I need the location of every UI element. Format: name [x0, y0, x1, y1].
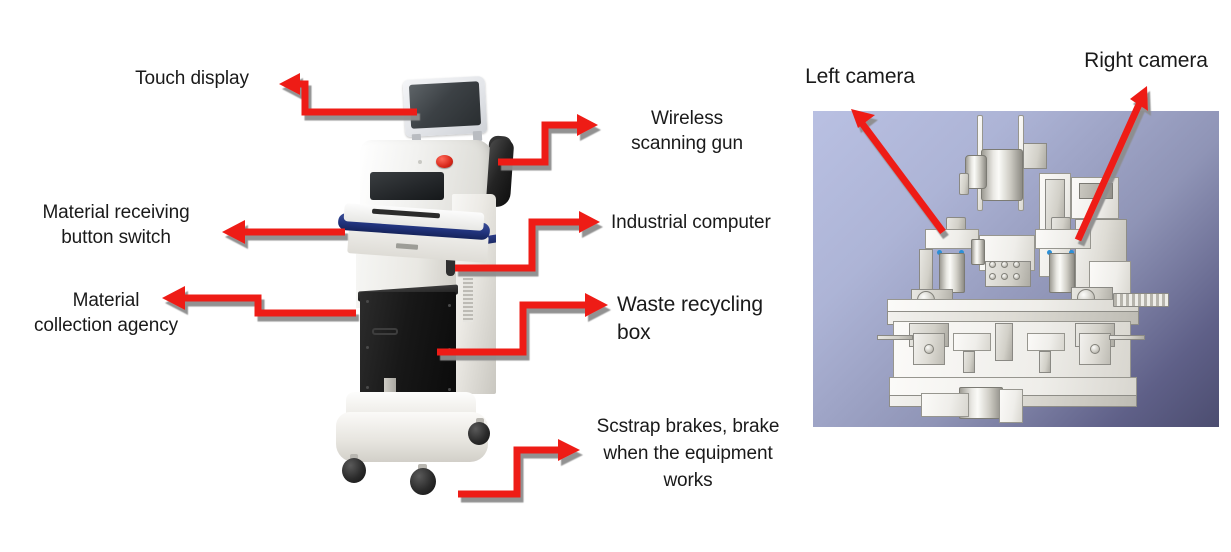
left-center-plate [953, 333, 991, 351]
right-motor-shaft [1090, 344, 1100, 354]
right-pin [1039, 351, 1051, 373]
waste-box-screw [366, 346, 369, 349]
label-scstrap-brakes: Scstrap brakes, brake when the equipment… [596, 416, 780, 491]
right-center-plate [1027, 333, 1065, 351]
waste-box-screw [366, 300, 369, 303]
label-touch-display: Touch display [135, 68, 249, 89]
right-upper-detail [1079, 183, 1113, 199]
label-material-collection-agency: Material collection agency [33, 290, 179, 336]
inspection-window [370, 172, 444, 200]
lead-screw [1113, 293, 1169, 307]
right-camera-lens-barrel [1049, 253, 1075, 293]
reel-spool [981, 149, 1023, 201]
machine-photo [300, 75, 550, 516]
label-left-camera: Left camera [805, 65, 915, 88]
waste-box-screw [448, 388, 451, 391]
label-material-receiving-button-switch: Material receiving button switch [42, 202, 190, 248]
right-camera-indicator [1069, 250, 1074, 255]
caster-wheel [410, 468, 436, 495]
caster-wheel [342, 458, 366, 483]
right-camera-mount-plate [1035, 229, 1091, 249]
waste-box-screw [366, 386, 369, 389]
cart-base [336, 412, 488, 462]
reel-mount-block [1023, 143, 1047, 169]
caster-wheel [468, 422, 490, 445]
head-bolt [989, 261, 996, 268]
center-post [995, 323, 1013, 361]
head-bolt [1013, 261, 1020, 268]
label-right-camera: Right camera [1084, 49, 1208, 72]
head-bolt [1001, 261, 1008, 268]
left-camera-indicator [937, 250, 942, 255]
waste-box-handle [372, 328, 398, 335]
label-industrial-computer: Industrial computer [611, 212, 771, 233]
left-camera-lens-barrel [939, 253, 965, 293]
right-rod [1109, 335, 1145, 340]
waste-recycling-box [360, 292, 456, 396]
left-camera-indicator [959, 250, 964, 255]
emergency-stop-button [436, 155, 453, 168]
left-pin [963, 351, 975, 373]
reel-bracket [959, 173, 969, 195]
head-bolt [989, 273, 996, 280]
reel-hub [965, 155, 987, 189]
waste-box-screw [448, 348, 451, 351]
center-cylinder [971, 239, 985, 265]
bottom-left-housing [921, 393, 969, 417]
bottom-bracket [999, 389, 1023, 423]
tower-vent [463, 278, 473, 322]
head-bolt [1013, 273, 1020, 280]
waste-box-screw [448, 304, 451, 307]
left-motor-shaft [924, 344, 934, 354]
label-waste-recycling-box: Waste recycling box [617, 293, 763, 344]
tower-latch-knob [446, 254, 455, 276]
right-camera-indicator [1047, 250, 1052, 255]
cad-render-panel [813, 111, 1219, 427]
label-wireless-scanning-gun: Wireless scanning gun [631, 108, 743, 154]
touch-display-screen [408, 81, 482, 129]
left-rod [877, 335, 913, 340]
head-bolt [1001, 273, 1008, 280]
indicator-led [418, 160, 422, 164]
